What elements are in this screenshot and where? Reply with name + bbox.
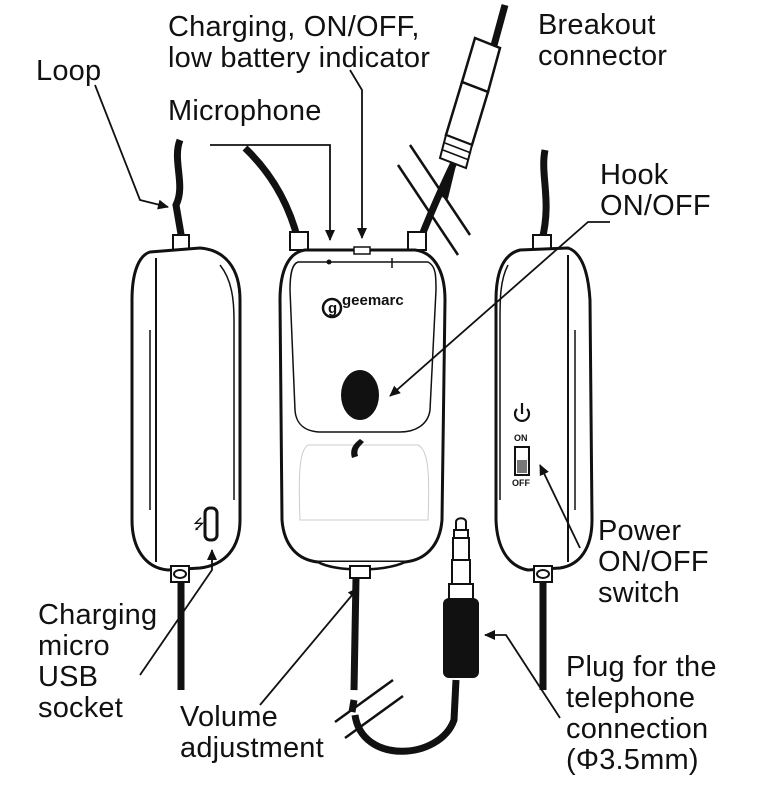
front-panel-outline	[289, 261, 437, 433]
left-unit: ⭍	[130, 138, 242, 690]
plug-label-line4: (Φ3.5mm)	[566, 744, 699, 776]
charging-indicator-label: Charging, ON/OFF, low battery indicator	[168, 12, 430, 74]
power-icon	[513, 403, 531, 422]
led-indicator	[353, 246, 371, 255]
usb-socket	[203, 506, 219, 542]
hook-label: Hook ON/OFF	[600, 160, 711, 222]
microphone-hole	[326, 259, 332, 265]
svg-text:g: g	[328, 300, 337, 317]
switch-off-label: OFF	[512, 478, 530, 488]
left-unit-body	[130, 246, 242, 572]
loop-label: Loop	[36, 55, 102, 87]
jack-plug	[443, 517, 479, 678]
charging-socket-label-line3: USB	[38, 661, 99, 693]
telephone-cable	[351, 679, 460, 755]
breakout-connector-label-line2: connector	[538, 40, 668, 72]
breakout-connector-label-line1: Breakout	[538, 9, 656, 41]
breakout-connector-label: Breakout connector	[538, 10, 667, 72]
charging-indicator-label-line1: Charging, ON/OFF,	[168, 11, 420, 43]
hook-label-line1: Hook	[600, 159, 669, 191]
hook-label-line2: ON/OFF	[600, 190, 711, 222]
brand-logo: g geemarc	[321, 292, 404, 319]
switch-on-label: ON	[514, 433, 528, 443]
loop-cord-top	[172, 138, 186, 241]
volume-label: Volume adjustment	[180, 702, 324, 764]
charging-indicator-label-line2: low battery indicator	[168, 42, 431, 74]
hook-button	[341, 370, 379, 420]
charging-socket-label-line4: socket	[38, 692, 124, 724]
charging-socket-label-line2: micro	[38, 630, 110, 662]
right-unit: ON OFF	[494, 149, 594, 690]
microphone-cable	[242, 145, 302, 241]
plug-label: Plug for the telephone connection (Φ3.5m…	[566, 652, 717, 776]
volume-label-line1: Volume	[180, 701, 278, 733]
power-switch-label-line3: switch	[598, 577, 680, 609]
svg-text:geemarc: geemarc	[342, 292, 404, 309]
breakout-connector	[396, 4, 509, 256]
volume-label-line2: adjustment	[180, 732, 324, 764]
power-switch-label-line1: Power	[598, 515, 682, 547]
plug-label-line1: Plug for the	[566, 651, 717, 683]
microphone-label: Microphone	[168, 95, 322, 127]
center-unit: g geemarc	[242, 145, 464, 755]
leader-lines	[94, 69, 610, 719]
plug-label-line3: connection	[566, 713, 709, 745]
power-switch-label-line2: ON/OFF	[598, 546, 709, 578]
right-unit-body	[494, 246, 594, 572]
phone-icon	[351, 439, 364, 458]
plug-label-line2: telephone	[566, 682, 696, 714]
plug-body	[443, 598, 479, 678]
charging-socket-label-line1: Charging	[38, 599, 158, 631]
charging-socket-label: Charging micro USB socket	[38, 600, 157, 724]
usb-icon: ⭍	[193, 517, 205, 533]
power-switch-label: Power ON/OFF switch	[598, 516, 709, 609]
